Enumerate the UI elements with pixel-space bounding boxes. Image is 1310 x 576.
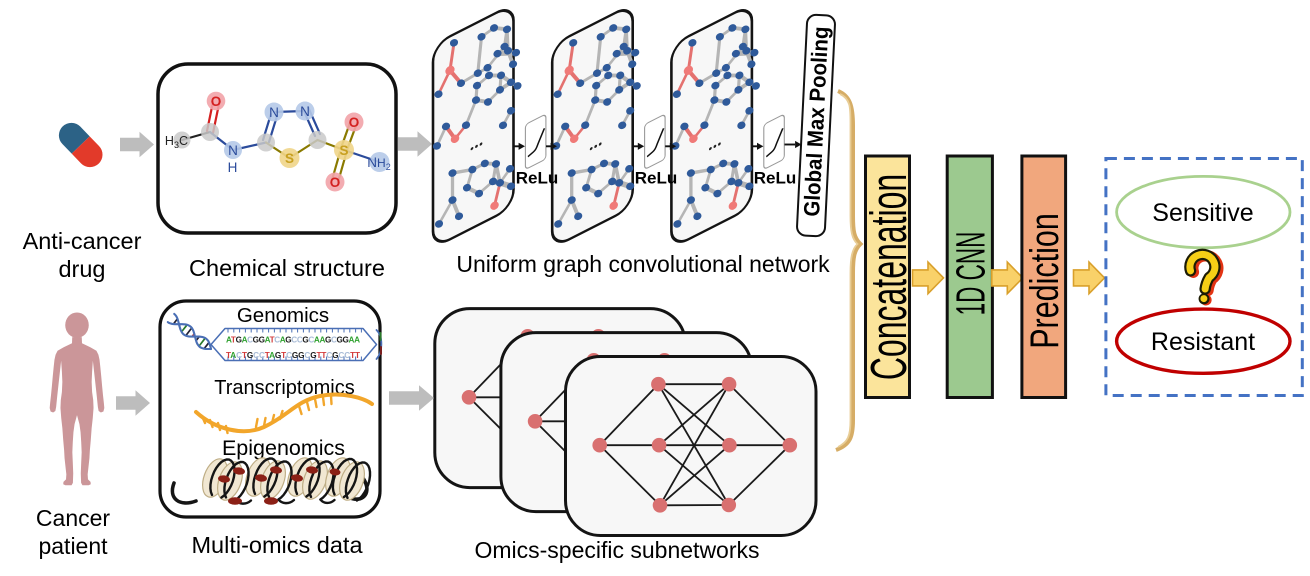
svg-text:O: O [349, 115, 360, 130]
svg-text:Uniform graph convolutional ne: Uniform graph convolutional network [456, 251, 830, 277]
svg-text:Multi-omics data: Multi-omics data [191, 532, 363, 558]
svg-text:Genomics: Genomics [237, 304, 329, 327]
svg-text:Global Max Pooling: Global Max Pooling [799, 26, 833, 217]
svg-text:patient: patient [38, 533, 108, 559]
svg-text:Anti-cancer: Anti-cancer [23, 228, 142, 254]
svg-text:Transcriptomics: Transcriptomics [214, 377, 354, 399]
svg-text:N: N [228, 143, 238, 158]
svg-text:1D CNN: 1D CNN [947, 232, 993, 316]
svg-text:ATGACGGATCAGCCGCAAGCGGAA: ATGACGGATCAGCCGCAAGCGGAA [226, 336, 360, 345]
svg-text:Omics-specific subnetworks: Omics-specific subnetworks [474, 537, 759, 563]
svg-text:ReLu: ReLu [754, 169, 797, 188]
svg-text:S: S [285, 151, 294, 166]
svg-text:Prediction: Prediction [1023, 213, 1067, 349]
svg-text:O: O [211, 94, 222, 109]
svg-text:TACTGCCTAGTCGGCGTTCGCCTT: TACTGCCTAGTCGGCGTTCGCCTT [226, 351, 360, 360]
svg-text:O: O [330, 175, 341, 190]
svg-text:H: H [228, 160, 238, 175]
svg-text:NH2: NH2 [367, 155, 390, 172]
svg-text:S: S [339, 143, 348, 158]
svg-text:drug: drug [58, 256, 105, 282]
svg-text:ReLu: ReLu [516, 169, 559, 188]
svg-text:Sensitive: Sensitive [1152, 199, 1253, 227]
svg-text:Epigenomics: Epigenomics [222, 436, 345, 460]
svg-text:H3C: H3C [165, 134, 188, 150]
svg-text:ReLu: ReLu [635, 169, 678, 188]
svg-text:Concatenation: Concatenation [860, 174, 918, 380]
svg-text:Resistant: Resistant [1151, 328, 1255, 356]
svg-text:Chemical structure: Chemical structure [189, 255, 385, 281]
svg-text:Cancer: Cancer [36, 505, 110, 531]
svg-text:N: N [269, 105, 279, 120]
svg-text:N: N [300, 104, 310, 119]
